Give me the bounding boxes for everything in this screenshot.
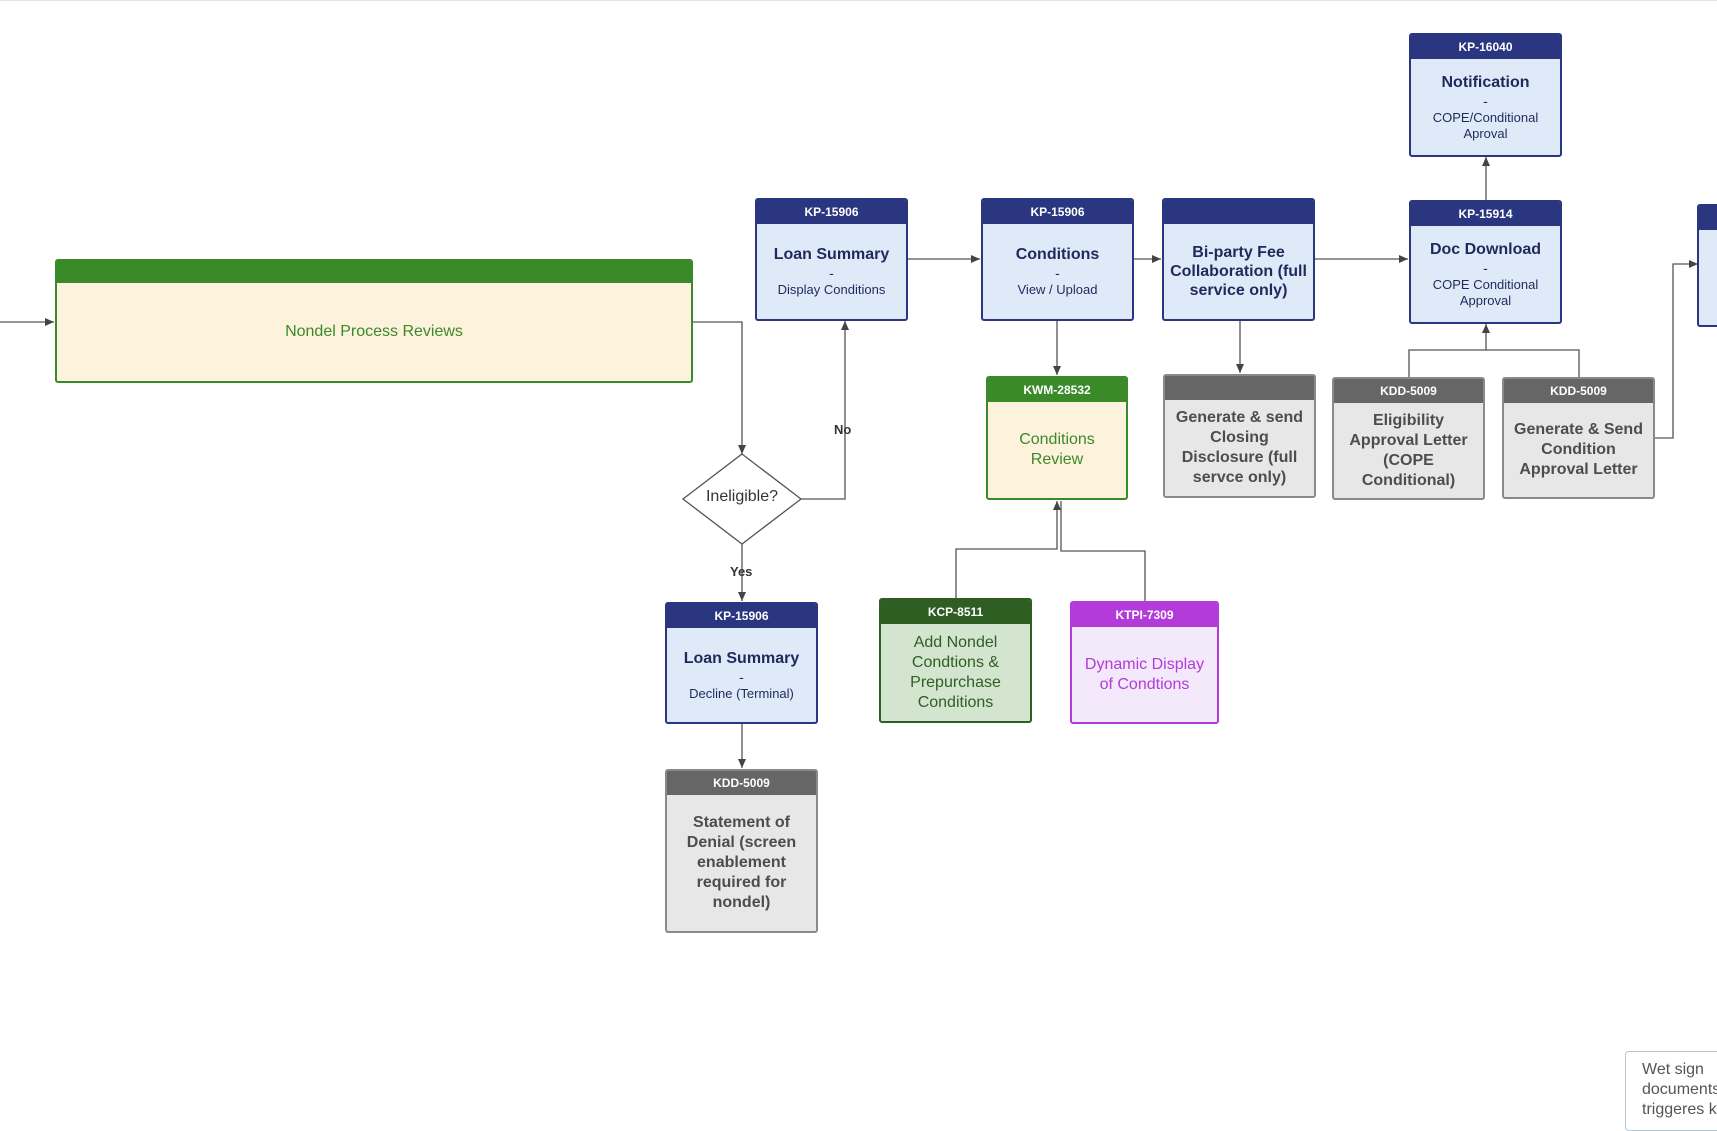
edge-nondel-to-decision [692, 321, 746, 454]
cond-review-tag: KWM-28532 [988, 378, 1126, 402]
cond-letter-tag: KDD-5009 [1504, 379, 1653, 403]
loan-decline-title: Loan Summary [683, 649, 800, 667]
condition-approval-letter-node[interactable]: KDD-5009 Generate & Send Condition Appro… [1502, 377, 1655, 499]
decision-diamond-shape [681, 453, 803, 545]
notification-title: Notification [1441, 73, 1530, 91]
doc-download-dash: - [1483, 259, 1488, 276]
dynamic-display-node[interactable]: KTPI-7309 Dynamic Display of Condtions [1070, 601, 1219, 724]
loan-decline-tag: KP-15906 [667, 604, 816, 628]
biparty-tag [1164, 200, 1313, 224]
dynamic-title: Dynamic Display of Condtions [1084, 655, 1205, 693]
biparty-title: Bi-party Fee Collaboration (full service… [1170, 244, 1307, 299]
edge-cond-letter-to-offscreen [1655, 260, 1698, 439]
add-nondel-tag: KCP-8511 [881, 600, 1030, 624]
offscreen-node-header [1699, 206, 1717, 230]
nondel-header-bar [57, 261, 691, 283]
edge-dynamic-to-review [1060, 501, 1146, 601]
edge-cond-letter-to-doc-download [1486, 349, 1580, 377]
conditions-tag: KP-15906 [983, 200, 1132, 224]
conditions-review-node[interactable]: KWM-28532 Conditions Review [986, 376, 1128, 500]
edge-elig-letter-to-doc-download [1408, 324, 1490, 377]
loan-display-dash: - [829, 265, 834, 281]
edge-decision-no-to-loan-summary [801, 321, 849, 500]
loan-display-title: Loan Summary [773, 246, 890, 263]
elig-letter-title: Eligibility Approval Letter (COPE Condit… [1349, 411, 1468, 489]
denial-title: Statement of Denial (screen enablement r… [686, 814, 797, 911]
edge-label-yes: Yes [730, 564, 753, 579]
eligibility-letter-node[interactable]: KDD-5009 Eligibility Approval Letter (CO… [1332, 377, 1485, 500]
loan-decline-sub: Decline (Terminal) [689, 685, 794, 701]
elig-letter-tag: KDD-5009 [1334, 379, 1483, 403]
notification-sub: COPE/Conditional Aproval [1432, 109, 1539, 141]
closing-tag [1165, 376, 1314, 400]
add-nondel-title: Add Nondel Condtions & Prepurchase Condi… [910, 633, 1001, 711]
loan-summary-display-node[interactable]: KP-15906 Loan Summary - Display Conditio… [755, 198, 908, 321]
loan-display-tag: KP-15906 [757, 200, 906, 224]
notification-dash: - [1483, 92, 1488, 109]
nondel-process-reviews-node[interactable]: Nondel Process Reviews [55, 259, 693, 383]
add-nondel-conditions-node[interactable]: KCP-8511 Add Nondel Condtions & Prepurch… [879, 598, 1032, 723]
loan-decline-dash: - [739, 668, 744, 685]
doc-download-sub: COPE Conditional Approval [1432, 276, 1539, 308]
notification-tag: KP-16040 [1411, 35, 1560, 59]
edge-label-no: No [834, 422, 852, 437]
cond-review-title: Conditions Review [1019, 431, 1095, 468]
conditions-dash: - [1055, 265, 1060, 281]
conditions-sub: View / Upload [1017, 282, 1098, 297]
doc-download-tag: KP-15914 [1411, 202, 1560, 226]
loan-summary-decline-node[interactable]: KP-15906 Loan Summary - Decline (Termina… [665, 602, 818, 724]
conditions-title: Conditions [1015, 246, 1100, 263]
statement-of-denial-node[interactable]: KDD-5009 Statement of Denial (screen ena… [665, 769, 818, 933]
denial-tag: KDD-5009 [667, 771, 816, 795]
conditions-view-upload-node[interactable]: KP-15906 Conditions - View / Upload [981, 198, 1134, 321]
offscreen-next-node[interactable] [1697, 204, 1717, 327]
edge-add-nondel-to-review [955, 501, 1061, 598]
doc-download-title: Doc Download [1429, 240, 1542, 258]
wet-sign-note[interactable]: Wet sign documents triggeres k [1625, 1051, 1717, 1131]
dynamic-tag: KTPI-7309 [1072, 603, 1217, 627]
notification-node[interactable]: KP-16040 Notification - COPE/Conditional… [1409, 33, 1562, 157]
closing-disclosure-node[interactable]: Generate & send Closing Disclosure (full… [1163, 374, 1316, 498]
decision-ineligible-label[interactable]: Ineligible? [705, 488, 779, 505]
loan-display-sub: Display Conditions [777, 282, 886, 297]
cond-letter-title: Generate & Send Condition Approval Lette… [1514, 421, 1643, 478]
wet-sign-note-text: Wet sign documents triggeres k [1642, 1061, 1717, 1118]
doc-download-node[interactable]: KP-15914 Doc Download - COPE Conditional… [1409, 200, 1562, 324]
closing-title: Generate & send Closing Disclosure (full… [1175, 409, 1304, 486]
nondel-title: Nondel Process Reviews [285, 323, 463, 340]
top-divider [0, 0, 1717, 1]
biparty-fee-node[interactable]: Bi-party Fee Collaboration (full service… [1162, 198, 1315, 321]
